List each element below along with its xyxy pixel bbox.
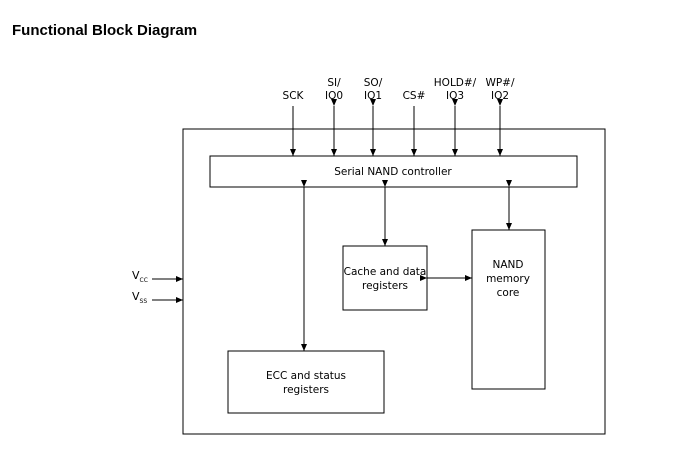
nand-label-line2: memory <box>486 273 530 285</box>
pin-label-so: SO/ <box>364 77 383 89</box>
pin-label-hold: HOLD#/ <box>434 77 477 89</box>
cache-register-block <box>342 245 428 311</box>
pin-label-vss: VSS <box>132 290 147 305</box>
pin-label-wp: WP#/ <box>485 77 515 89</box>
ecc-register-block <box>227 350 385 414</box>
cache-label-line2: registers <box>362 280 408 292</box>
pin-label-io2: IO2 <box>491 90 509 102</box>
vcc-main: V <box>132 269 140 282</box>
cache-label-line1: Cache and data <box>344 266 427 278</box>
pin-label-sck: SCK <box>283 90 305 102</box>
pin-label-si: SI/ <box>327 77 341 89</box>
controller-block <box>209 155 578 188</box>
pin-label-vcc: VCC <box>132 269 148 284</box>
ecc-label-line1: ECC and status <box>266 370 346 382</box>
pin-label-cs: CS# <box>403 90 426 102</box>
nand-label-line3: core <box>497 287 520 299</box>
controller-label: Serial NAND controller <box>334 166 452 178</box>
vss-main: V <box>132 290 140 303</box>
ecc-label-line2: registers <box>283 384 329 396</box>
pin-label-io3: IO3 <box>446 90 464 102</box>
page-title: Functional Block Diagram <box>12 22 198 39</box>
nand-core-block <box>471 229 546 390</box>
nand-label-line1: NAND <box>493 259 524 271</box>
pin-label-io0: IO0 <box>325 90 343 102</box>
pin-label-io1: IO1 <box>364 90 382 102</box>
vcc-subscript: CC <box>140 277 148 284</box>
vss-subscript: SS <box>140 298 148 305</box>
